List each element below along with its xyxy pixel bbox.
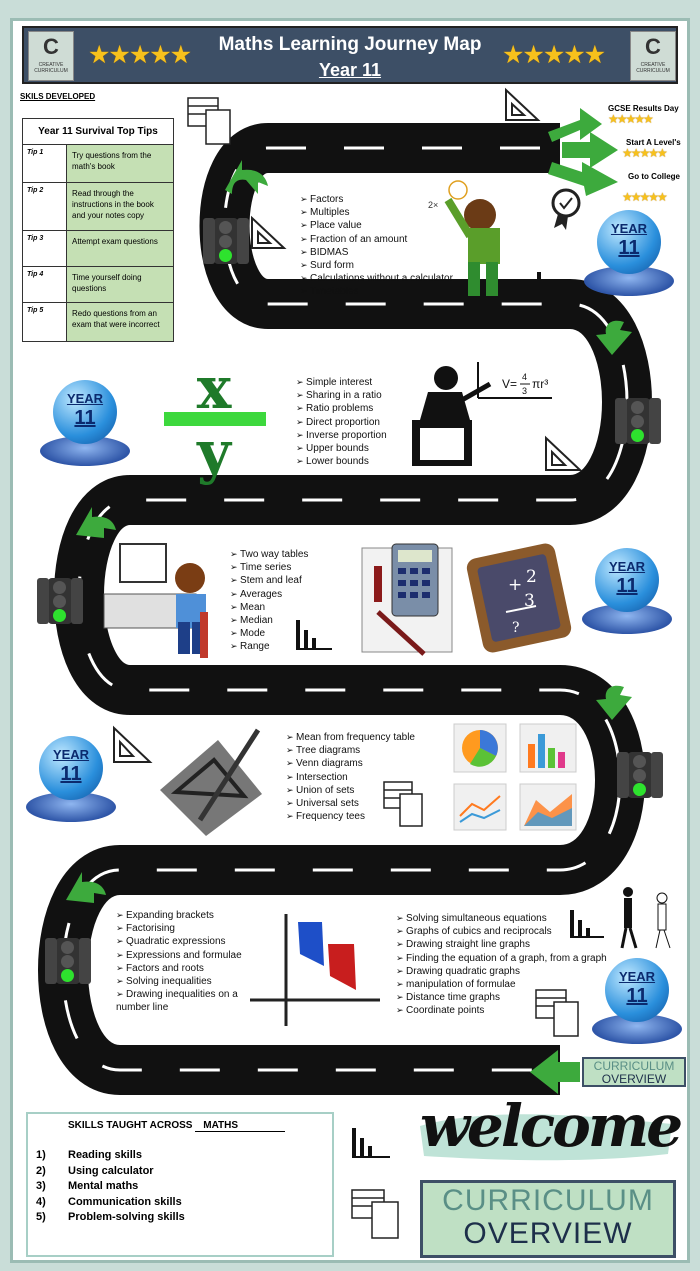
chalk-two: 2 [526,567,537,587]
star-rating-icon: ★★★★★ [622,146,668,160]
chalk-plus: + [508,575,522,595]
formula-den: 3 [522,386,527,396]
list-item: 3)Mental maths [36,1180,139,1192]
header-banner: C CREATIVE CURRICULUM ★★★★★ Maths Learni… [22,26,678,84]
brush-stroke [420,1114,672,1161]
skills-taught-box: SKILLS TAUGHT ACROSS MATHS 1)Reading ski… [26,1112,334,1257]
page-subtitle: Year 11 [318,60,382,80]
star-rating-icon: ★★★★★ [608,112,654,126]
list-item: 2)Using calculator [36,1164,154,1177]
chalk-question: ? [512,620,520,636]
traffic-light-icon [203,218,249,264]
traffic-light-icon [615,398,661,444]
traffic-light-icon [617,752,663,798]
a-level-label: Start A Level's [626,138,681,147]
creative-curriculum-logo: C CREATIVE CURRICULUM [28,31,74,81]
list-item: 4)Communication skills [36,1195,182,1208]
topic-list-number: FactorsMultiplesPlace valueFraction of a… [300,193,453,299]
page-title: Maths Learning Journey Map [218,34,482,55]
formula-num: 4 [522,372,527,382]
topic-list-graphs: Solving simultaneous equationsGraphs of … [396,912,616,1018]
skills-taught-title: SKILLS TAUGHT ACROSS MATHS [68,1120,286,1132]
star-rating-icon: ★★★★★ [622,190,668,204]
formula-lhs: V= [502,377,517,391]
chalk-three: 3 [524,591,535,611]
list-item: 5)Problem-solving skills [36,1211,185,1223]
star-rating-icon: ★★★★★ [502,41,606,69]
curriculum-overview-button[interactable]: CURRICULUM OVERVIEW [420,1180,676,1258]
topic-list-algebra: Expanding bracketsFactorisingQuadratic e… [116,909,246,1015]
tips-title: Year 11 Survival Top Tips [23,119,173,145]
welcome-banner: welcome [410,1092,683,1180]
topic-list-probability: Mean from frequency tableTree diagramsVe… [286,731,415,823]
welcome-text: welcome [420,1092,683,1160]
fraction-denominator: y [196,418,233,486]
traffic-light-icon [45,938,91,984]
skills-developed-label: SKILS DEVELOPED [20,92,96,101]
star-rating-icon: ★★★★★ [88,41,192,69]
traffic-light-icon [37,578,83,624]
topic-list-statistics: Two way tablesTime seriesStem and leafAv… [230,548,308,654]
curriculum-overview-small-button[interactable]: CURRICULUM OVERVIEW [582,1057,686,1087]
topic-list-ratio: Simple interestSharing in a ratioRatio p… [296,376,387,468]
fraction-numerator: x [197,354,232,422]
college-label: Go to College [628,172,680,181]
gcse-results-label: GCSE Results Day [608,104,679,113]
formula-rhs: πr³ [532,377,548,391]
creative-curriculum-logo: C CREATIVE CURRICULUM [630,31,676,81]
skills-list: 1)Reading skills 2)Using calculator 3)Me… [36,1148,185,1226]
list-item: 1)Reading skills [36,1149,142,1161]
